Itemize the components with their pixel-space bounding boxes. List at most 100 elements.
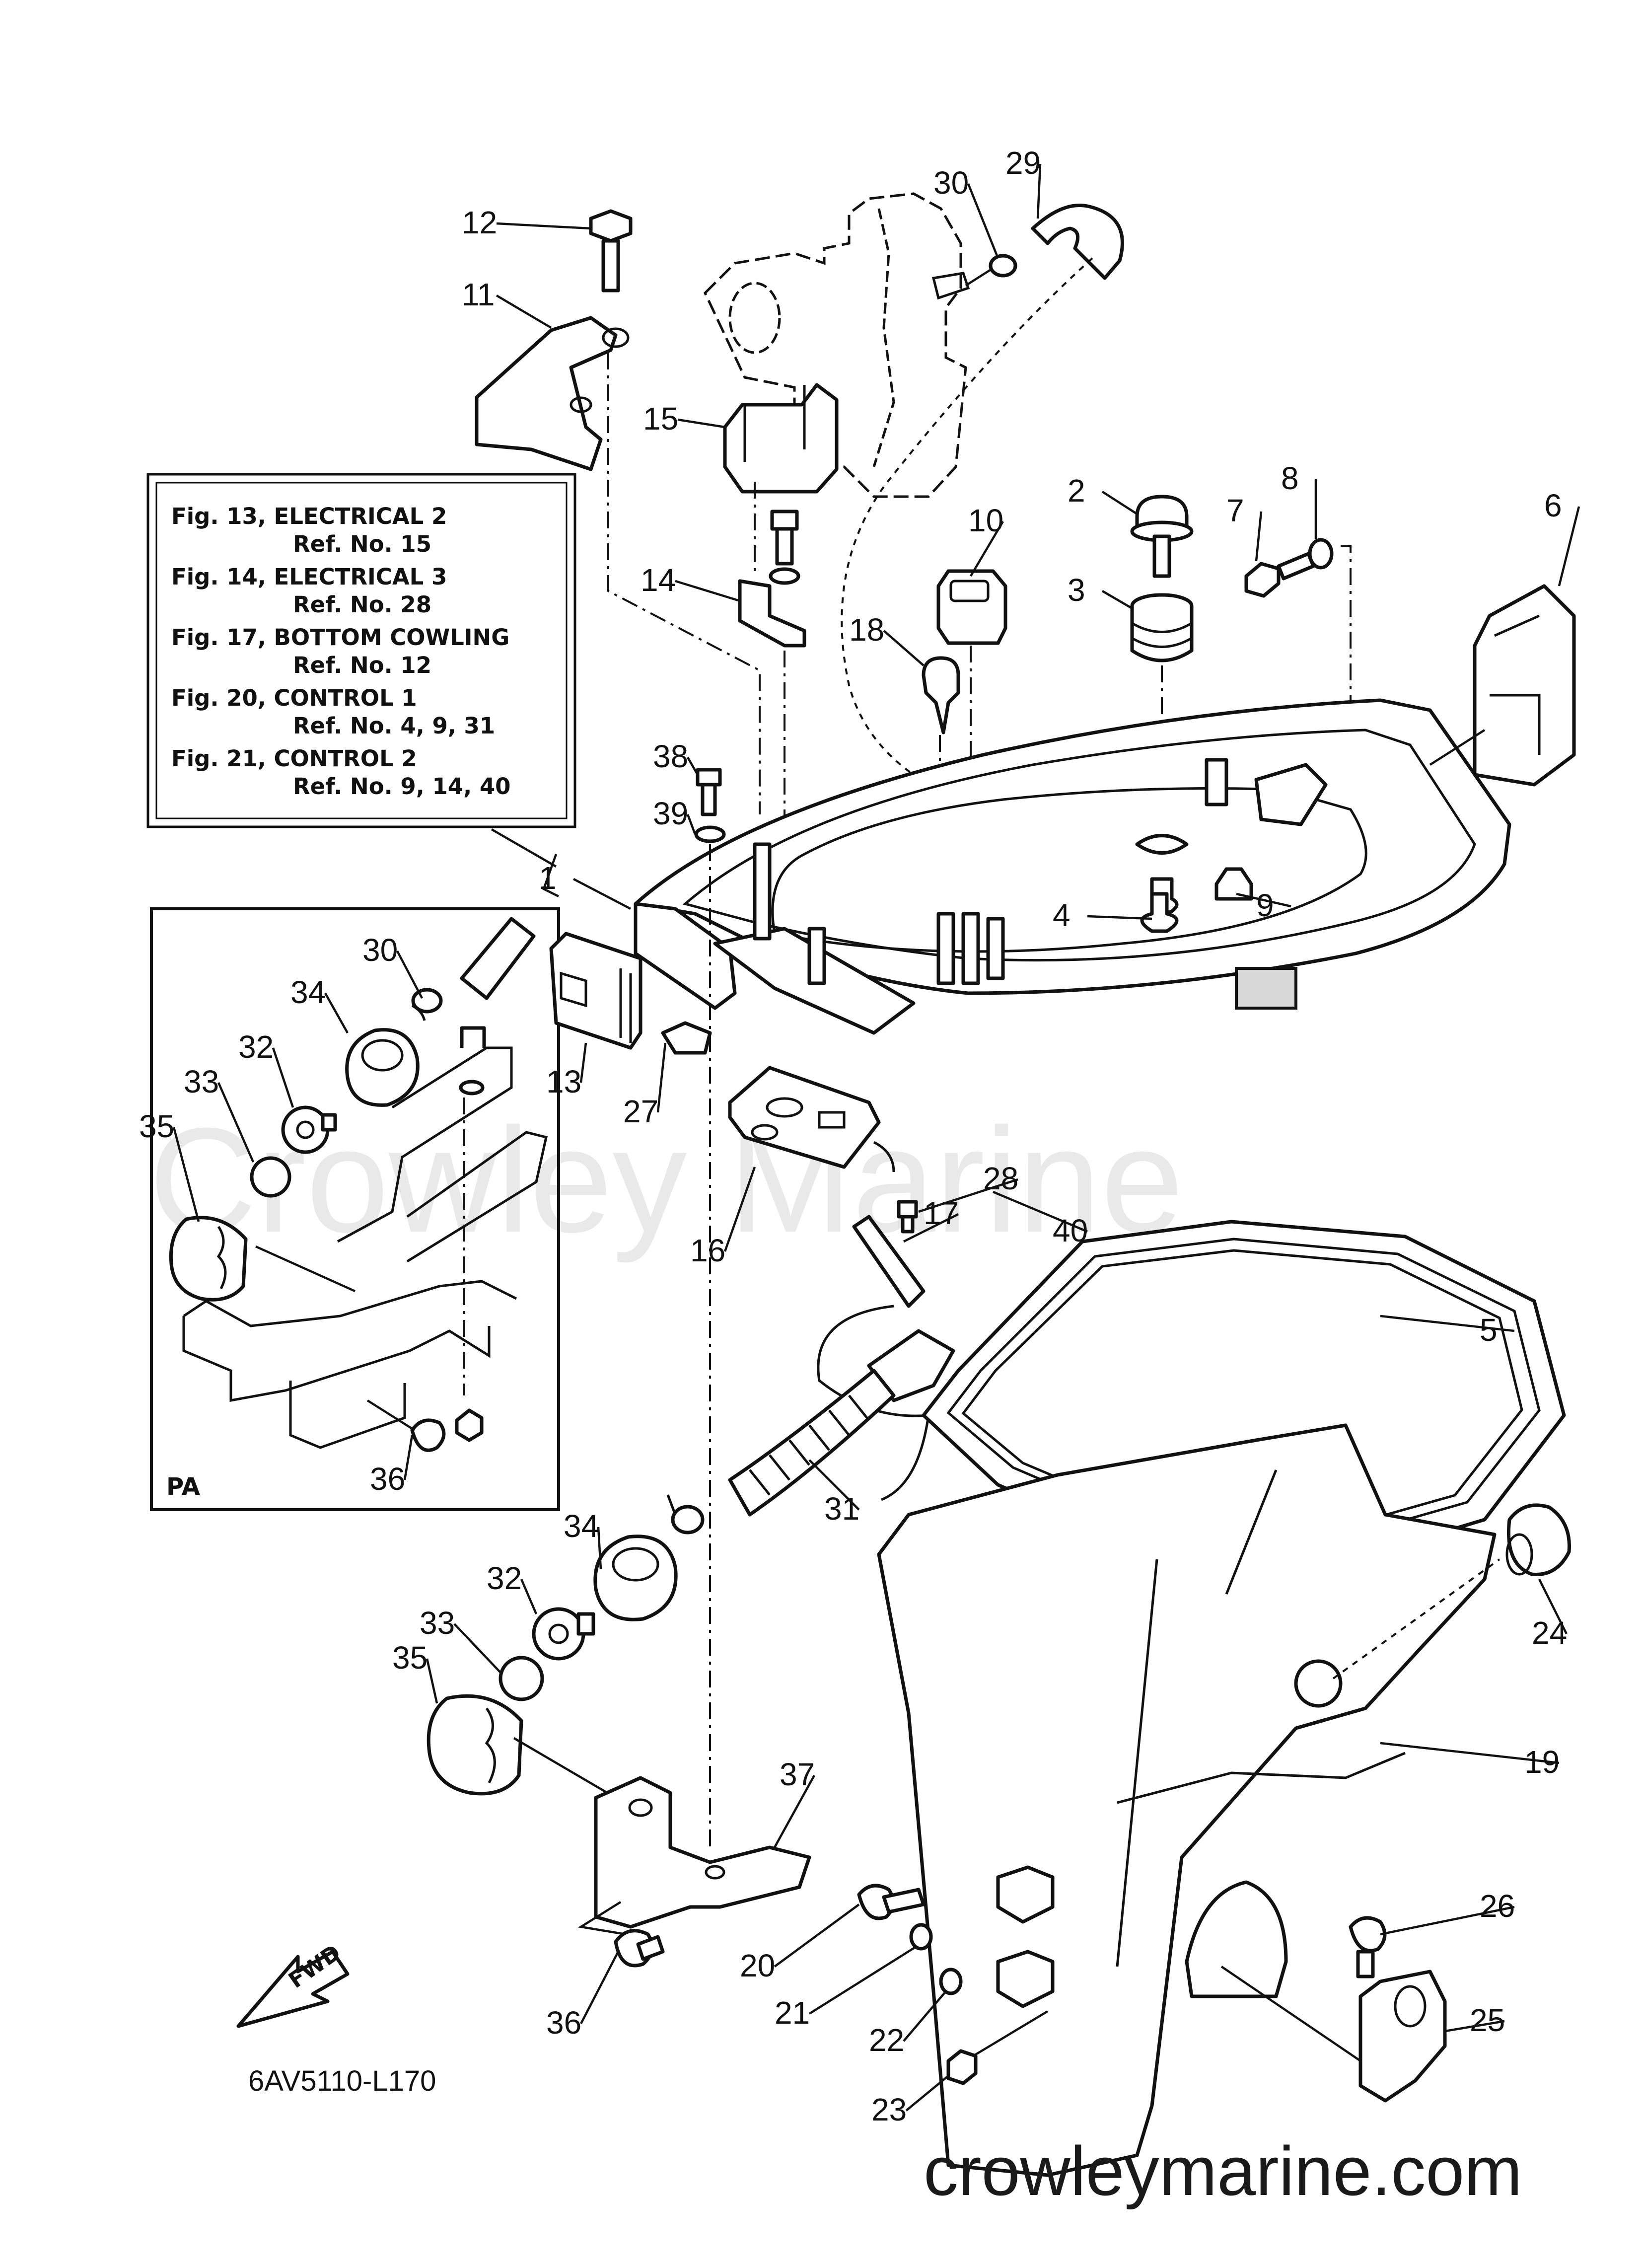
part-17-lanyard-clip [852,1215,926,1308]
part-2-bolt-shank [1152,534,1171,578]
part-12-bolt-head [589,209,633,243]
callout-number: 9 [1256,887,1274,923]
callout-number: 4 [1053,897,1071,933]
part-24-grommet-face [1505,1533,1533,1576]
latch-6-attach [1429,729,1486,766]
callout-leader [1087,915,1152,920]
callout-leader [675,580,740,602]
inset-nut-bore [361,1039,404,1072]
part-13-pad [549,932,643,1050]
part-39-washer [694,825,726,843]
callout-number: 30 [933,165,969,201]
part-28-screw-head [897,1200,918,1219]
callout-number: 29 [1005,145,1041,181]
nut-23-attach [972,2010,1049,2057]
callout-leader [1444,2020,1505,2033]
part-16-switch-button [766,1097,803,1118]
part-11-bracket-hole [602,327,630,348]
callout-leader [905,2075,949,2112]
reference-fig: Fig. 14, ELECTRICAL 3 [171,564,447,590]
part-32-screw [576,1612,595,1636]
part-8-washer [1308,538,1334,570]
reference-fig: Fig. 20, CONTROL 1 [171,685,417,711]
callout-leader [572,878,632,910]
callout-leader [1380,1905,1515,1936]
inset-pa-box: PA [150,907,560,1511]
part-16-switch-panel [728,1066,881,1169]
callout-number: 24 [1532,1615,1567,1651]
inset-screw-leader [366,1399,416,1431]
part-24-grommet [1506,1503,1571,1576]
part-15-holder-detail [743,385,806,462]
part-19-apron-mount-2 [996,1950,1055,2008]
inset-washer-hole [296,1120,315,1139]
inset-grommet-detail [216,1226,227,1290]
apron-19-grommet-axis [1332,1558,1500,1680]
callout-number: 37 [780,1756,815,1792]
callout-leader [496,222,591,230]
part-25-bracket [1358,1970,1447,2103]
washer-for-14 [769,567,800,585]
callout-leader [520,1579,538,1614]
part-19-apron-hole [1294,1659,1343,1708]
callout-number: 22 [869,2022,904,2058]
part-34-nut-bore [612,1547,659,1582]
part-16-switch-jack [818,1111,846,1129]
callout-number: 27 [623,1094,658,1129]
part-10-grommet-slot [949,580,990,602]
callout-number: 3 [1068,572,1085,608]
callout-number: 15 [643,401,678,437]
reference-ref: Ref. No. 4, 9, 31 [293,713,495,739]
part-31-cable-boot [728,1369,896,1517]
part-4-bushing [1140,892,1179,933]
part-16-switch-button-2 [751,1124,779,1141]
callout-leader [1380,1742,1560,1764]
callout-number: 17 [924,1195,959,1231]
part-19-apron-cutout [1185,1880,1288,1998]
reference-ref: Ref. No. 28 [293,591,431,618]
part-19-apron-mount [996,1865,1055,1924]
callout-number: 18 [849,612,884,648]
part-19-apron-contours [1116,1469,1406,1967]
callout-number: 33 [184,1064,219,1099]
part-7-bolt-shank [1277,552,1315,581]
reference-ref: Ref. No. 12 [293,652,431,678]
part-37-bracket-hole [628,1798,653,1817]
callout-number: 25 [1470,2002,1505,2038]
part-5-seal-inner-2 [961,1249,1523,1534]
screw-for-14-head [770,510,799,531]
callout-leader [396,950,423,999]
inset-screw-32 [321,1113,337,1132]
callout-number: 39 [653,796,688,831]
callout-leader [774,1903,860,1968]
part-35-grommet-detail [485,1707,496,1784]
callout-number: 5 [1480,1312,1498,1348]
bracket-37-leader-lines [577,1901,641,1938]
part-18-plug [922,656,960,734]
callout-number: 35 [392,1640,428,1676]
callout-number: 34 [290,974,326,1010]
reference-box-bracket [542,854,560,898]
callout-number: 14 [641,562,676,598]
part-23-nut [946,2049,978,2085]
inset-cowling-section-2 [406,1131,548,1263]
reference-box-leader [491,828,557,868]
callout-leader [496,294,552,329]
inset-nut [455,1408,484,1442]
callout-number: 36 [370,1461,405,1497]
part-13-pad-window [560,971,587,1008]
callout-leader [808,1459,860,1511]
callout-number: 6 [1544,488,1562,523]
inset-label: PA [166,1473,200,1501]
part-12-bolt-shank [601,239,620,293]
callout-number: 33 [420,1605,455,1641]
callout-leader [903,1213,959,1243]
callout-number: 35 [139,1108,174,1144]
callout-leader [272,1047,294,1108]
inset-bracket-body [182,1316,491,1402]
screw-for-14-shank [775,527,794,566]
part-38-bolt-shank [701,783,717,816]
callout-leader [403,1435,414,1480]
